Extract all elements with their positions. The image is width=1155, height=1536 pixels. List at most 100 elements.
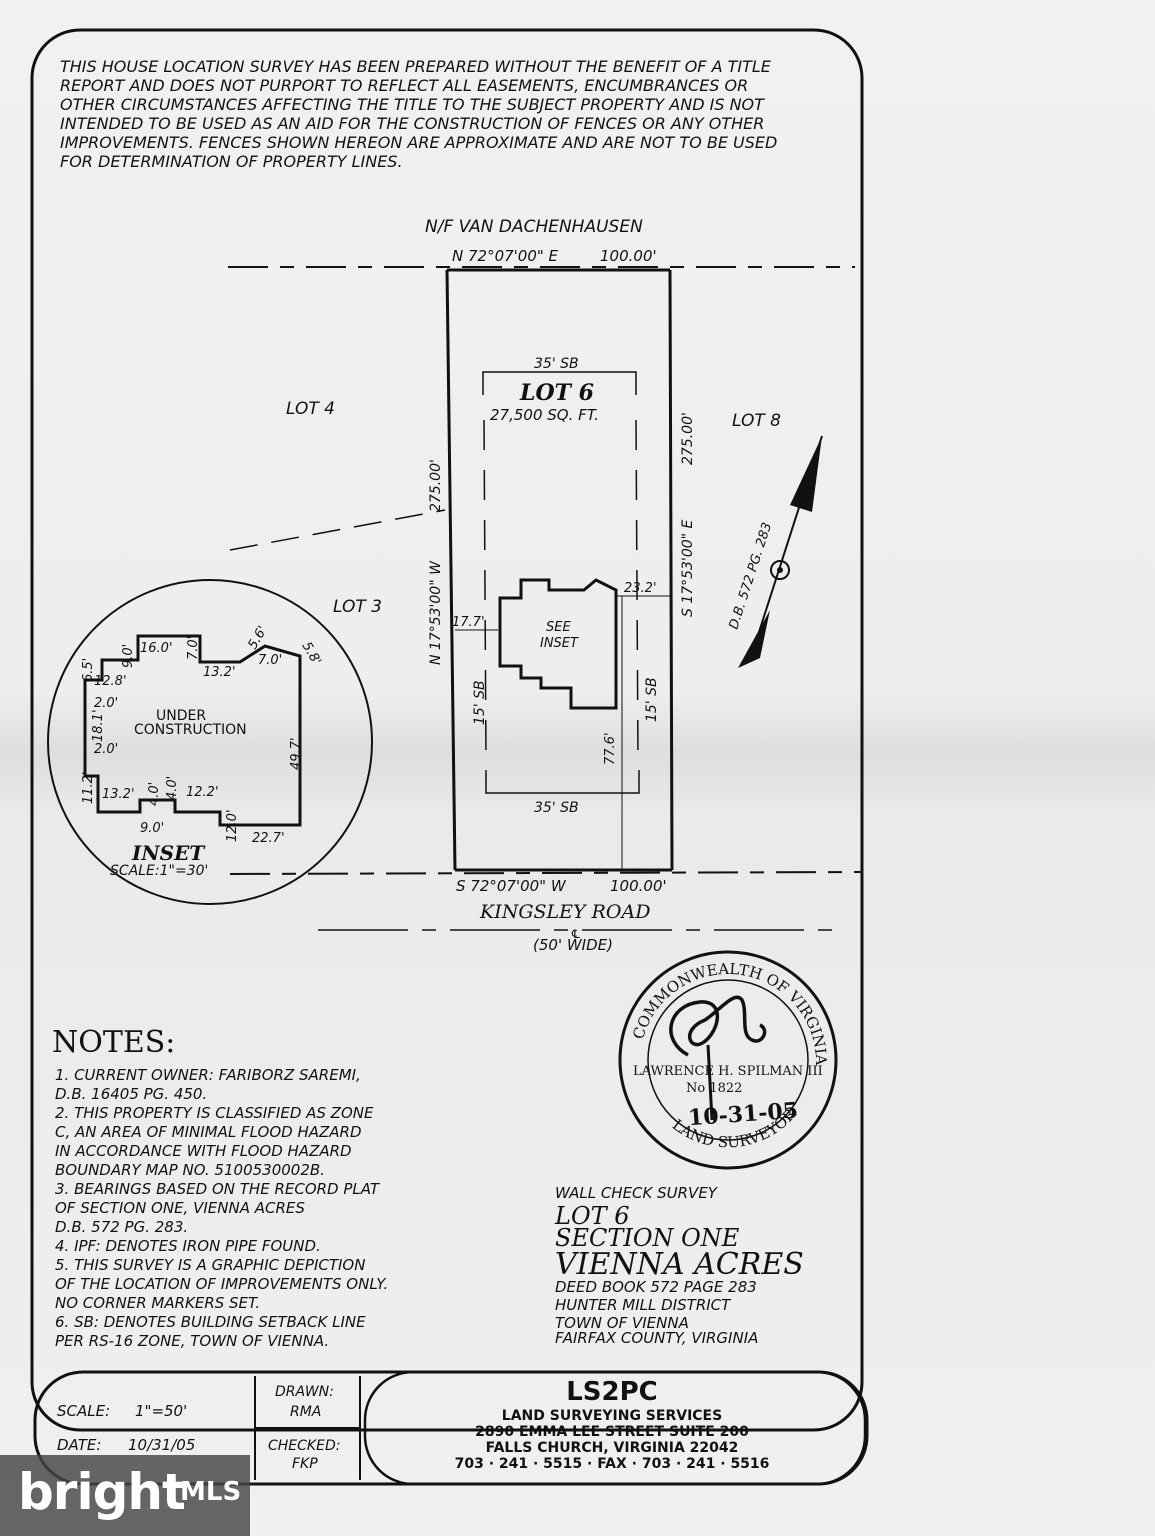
inset-dimensions: 16.0' 9.0' 7.0' 13.2' 5.6' 7.0' 5.8' 6.5… — [81, 623, 324, 846]
bright-mls-watermark: bright MLS — [0, 1455, 250, 1536]
inset-dim: 16.0' — [140, 641, 173, 656]
inset-dim: 6.5' — [81, 658, 96, 682]
north-bearing-label: N 72°07'00" E — [452, 247, 559, 265]
inset-dim: 12.0' — [225, 809, 240, 842]
date-value: 10/31/05 — [128, 1436, 195, 1454]
inset-dim: 13.2' — [102, 787, 135, 802]
lot-3-label: LOT 3 — [333, 597, 382, 617]
inset-status: UNDER — [156, 708, 206, 724]
inset-dim: 2.0' — [94, 696, 118, 711]
north-owner-label: N/F VAN DACHENHAUSEN — [425, 217, 643, 237]
disclaimer-line: INTENDED TO BE USED AS AN AID FOR THE CO… — [60, 114, 764, 133]
road-name-label: KINGSLEY ROAD — [479, 901, 650, 923]
title-detail: FAIRFAX COUNTY, VIRGINIA — [555, 1329, 758, 1347]
title-section: SECTION ONE — [555, 1224, 740, 1252]
lot-area-label: 27,500 SQ. FT. — [490, 406, 599, 424]
seal-name: LAWRENCE H. SPILMAN III — [633, 1064, 823, 1079]
lot-4-label: LOT 4 — [286, 399, 335, 419]
see-inset-label: SEE — [546, 620, 571, 635]
drawn-label: DRAWN: — [275, 1384, 334, 1400]
see-inset-label: INSET — [540, 636, 579, 651]
lot-boundary-east — [668, 269, 674, 871]
scale-label: SCALE: — [57, 1402, 110, 1420]
lot-number-label: LOT 6 — [519, 380, 594, 406]
note-line: PER RS-16 ZONE, TOWN OF VIENNA. — [55, 1332, 329, 1350]
title-detail: HUNTER MILL DISTRICT — [555, 1296, 732, 1314]
note-line: OF SECTION ONE, VIENNA ACRES — [55, 1199, 305, 1217]
seal-number: No 1822 — [686, 1081, 742, 1096]
west-line-bearing: N 17°53'00" W — [428, 560, 444, 665]
north-arrow-icon — [738, 435, 823, 668]
note-line: BOUNDARY MAP NO. 5100530002B. — [55, 1161, 325, 1179]
rear-setback-line — [482, 371, 637, 395]
note-line: OF THE LOCATION OF IMPROVEMENTS ONLY. — [55, 1275, 388, 1293]
west-line-distance: 275.00' — [428, 459, 444, 512]
inset-dim: 22.7' — [252, 831, 285, 846]
note-line: 1. CURRENT OWNER: FARIBORZ SAREMI, — [55, 1066, 361, 1084]
inset-dim: 11.2' — [81, 771, 96, 804]
road-width-label: (50' WIDE) — [533, 936, 613, 954]
inset-dim: 12.8' — [94, 674, 127, 689]
inset-circle — [47, 579, 373, 905]
watermark-suffix: MLS — [180, 1477, 242, 1507]
note-line: IN ACCORDANCE WITH FLOOD HAZARD — [55, 1142, 352, 1160]
house-footprint — [498, 578, 618, 710]
signature-icon — [669, 995, 767, 1057]
notes-list: 1. CURRENT OWNER: FARIBORZ SAREMI, D.B. … — [55, 1066, 388, 1350]
south-bearing-label: S 72°07'00" W — [456, 877, 567, 895]
inset-dim: 2.0' — [94, 742, 118, 757]
south-distance-label: 100.00' — [610, 877, 667, 895]
disclaimer-line: FOR DETERMINATION OF PROPERTY LINES. — [60, 152, 403, 171]
watermark-brand: bright — [18, 1463, 186, 1521]
inset-dim: 7.0' — [258, 653, 282, 668]
disclaimer-line: OTHER CIRCUMSTANCES AFFECTING THE TITLE … — [60, 95, 765, 114]
side-setback-west — [483, 419, 487, 761]
firm-address: 2890 EMMA LEE STREET SUITE 200 — [475, 1424, 749, 1440]
disclaimer-line: THIS HOUSE LOCATION SURVEY HAS BEEN PREP… — [60, 57, 772, 76]
note-line: 4. IPF: DENOTES IRON PIPE FOUND. — [55, 1237, 321, 1255]
firm-name: LAND SURVEYING SERVICES — [502, 1408, 722, 1424]
firm-phone: 703 · 241 · 5515 · FAX · 703 · 241 · 551… — [455, 1456, 770, 1472]
title-lot: LOT 6 — [554, 1202, 630, 1230]
lot-3-4-division-line — [229, 509, 446, 551]
survey-type: WALL CHECK SURVEY — [555, 1184, 719, 1202]
rear-setback-label: 35' SB — [534, 356, 579, 372]
inset-dim: 7.0' — [186, 636, 201, 660]
drawn-value: RMA — [290, 1404, 321, 1420]
east-line-distance: 275.00' — [680, 412, 696, 465]
note-line: 5. THIS SURVEY IS A GRAPHIC DEPICTION — [55, 1256, 365, 1274]
sheet-border — [30, 28, 864, 1432]
note-line: D.B. 16405 PG. 450. — [55, 1085, 207, 1103]
surveyor-seal: COMMONWEALTH OF VIRGINIA LAND SURVEYOR L… — [618, 950, 838, 1170]
front-setback-label: 35' SB — [534, 800, 579, 816]
inset-dim: 18.1' — [91, 709, 106, 742]
east-line-bearing: S 17°53'00" E — [680, 519, 696, 617]
side-setback-east — [635, 419, 639, 761]
disclaimer-block: THIS HOUSE LOCATION SURVEY HAS BEEN PREP… — [60, 57, 777, 171]
checked-value: FKP — [292, 1456, 318, 1472]
west-setback-label: 15' SB — [472, 680, 488, 725]
inset-dim: 13.2' — [203, 665, 236, 680]
inset-dim: 5.8' — [299, 640, 324, 669]
lot-8-label: LOT 8 — [732, 411, 781, 431]
dim-east-label: 23.2' — [624, 581, 657, 596]
note-line: D.B. 572 PG. 283. — [55, 1218, 188, 1236]
title-detail: TOWN OF VIENNA — [555, 1314, 689, 1332]
dim-front-label: 77.6' — [603, 732, 618, 765]
inset-title: INSET — [131, 841, 206, 865]
title-subdivision: VIENNA ACRES — [555, 1247, 804, 1282]
north-distance-label: 100.00' — [600, 247, 657, 265]
disclaimer-line: REPORT AND DOES NOT PURPORT TO REFLECT A… — [60, 76, 748, 95]
checked-label: CHECKED: — [268, 1438, 340, 1454]
note-line: C, AN AREA OF MINIMAL FLOOD HAZARD — [55, 1123, 362, 1141]
dim-west-label: 17.7' — [452, 615, 485, 630]
title-details: DEED BOOK 572 PAGE 283 HUNTER MILL DISTR… — [555, 1278, 758, 1347]
disclaimer-line: IMPROVEMENTS. FENCES SHOWN HEREON ARE AP… — [60, 133, 777, 152]
firm-frame — [363, 1370, 867, 1486]
front-setback-line — [485, 770, 640, 794]
note-line: 3. BEARINGS BASED ON THE RECORD PLAT — [55, 1180, 381, 1198]
inset-dim: 9.0' — [121, 644, 136, 668]
firm-city: FALLS CHURCH, VIRGINIA 22042 — [486, 1440, 739, 1456]
